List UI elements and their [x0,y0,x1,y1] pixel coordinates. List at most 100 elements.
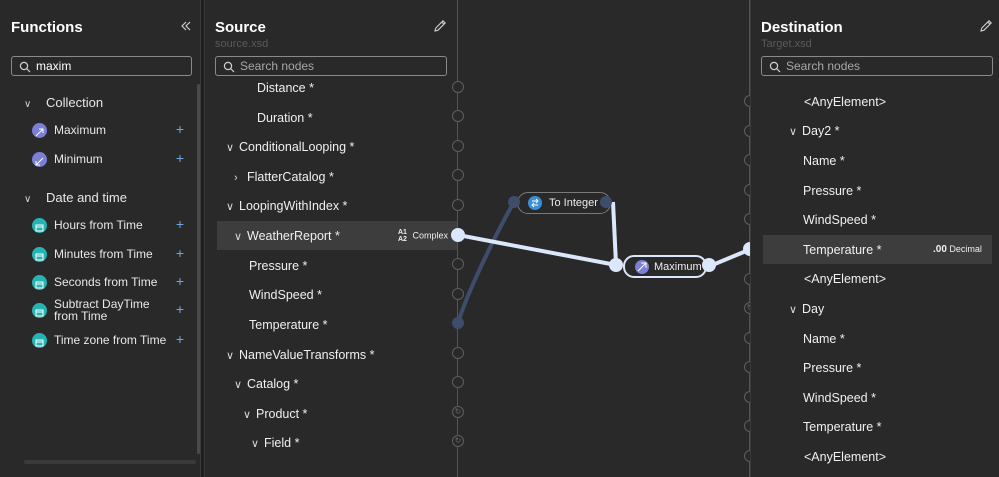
destination-search-input[interactable] [786,58,986,74]
source-node-temperature[interactable]: Temperature * [249,318,328,332]
collapse-panel-icon[interactable] [178,18,194,34]
node-label: Day [802,302,825,316]
maximum-output-pin[interactable] [702,258,716,272]
loop-handle-icon[interactable]: ↻ [452,406,464,418]
add-function-icon[interactable]: + [175,301,184,317]
source-node-duration[interactable]: Duration * [257,111,313,125]
source-node-conditionallooping[interactable]: ∨ConditionalLooping * [226,140,354,154]
function-node-label: Maximum [654,261,702,273]
chevron-down-icon[interactable]: ∨ [226,201,235,213]
mapping-canvas[interactable]: To Integer Maximum ↻ ↻ ↻ [451,0,757,477]
source-handle-distance[interactable] [452,81,464,93]
chevron-down-icon[interactable]: ∨ [243,409,252,421]
function-item-subtract-daytime-from-time[interactable]: Subtract DayTime from Time + [32,297,184,323]
type-label: Decimal [949,244,982,254]
to-integer-output-pin[interactable] [600,196,612,208]
dest-node-pressure[interactable]: Pressure * [803,184,861,198]
dest-node-day2[interactable]: ∨Day2 * [789,124,840,138]
horizontal-scrollbar[interactable] [24,460,196,464]
source-handle-loopingwithindex[interactable] [452,199,464,211]
minimum-icon [32,152,47,167]
source-node-catalog[interactable]: ∨Catalog * [234,377,298,391]
source-handle-windspeed[interactable] [452,288,464,300]
function-item-minutes-from-time[interactable]: Minutes from Time + [32,245,184,263]
chevron-down-icon[interactable]: ∨ [251,438,260,450]
dest-node-name[interactable]: Name * [803,332,845,346]
dest-node-temperature[interactable]: Temperature * [803,243,882,257]
maximum-input-pin[interactable] [609,258,623,272]
dest-node-day[interactable]: ∨ Day [789,302,824,316]
dest-node-anyelement[interactable]: <AnyElement> [804,450,886,464]
dest-node-anyelement[interactable]: <AnyElement> [804,95,886,109]
to-integer-input-pin[interactable] [508,196,520,208]
source-node-field[interactable]: ∨Field * [251,436,299,450]
function-search-box[interactable] [11,56,192,76]
chevron-down-icon[interactable]: ∨ [789,126,798,138]
function-item-minimum[interactable]: Minimum + [32,150,184,168]
calendar-icon [32,333,47,348]
edit-pencil-icon[interactable] [432,18,448,34]
function-node-to-integer[interactable]: To Integer [517,192,611,214]
chevron-down-icon[interactable]: ∨ [234,379,243,391]
decimal-type-icon: .00 [933,244,947,255]
vertical-scrollbar[interactable] [197,84,200,454]
source-node-loopingwithindex[interactable]: ∨LoopingWithIndex * [226,199,347,213]
chevron-down-icon[interactable]: ∨ [789,304,798,316]
function-node-maximum[interactable]: Maximum [623,255,707,278]
function-label: Minimum [54,152,103,166]
category-date-and-time[interactable]: ∨Date and time [24,190,127,205]
dest-node-windspeed[interactable]: WindSpeed * [803,213,876,227]
function-item-hours-from-time[interactable]: Hours from Time + [32,216,184,234]
source-handle-duration[interactable] [452,110,464,122]
functions-panel: Functions ∨Collection Maximum + Minimum … [0,0,201,477]
dest-node-pressure[interactable]: Pressure * [803,361,861,375]
add-function-icon[interactable]: + [175,150,184,166]
destination-search-box[interactable] [761,56,993,76]
add-function-icon[interactable]: + [175,273,184,289]
chevron-down-icon: ∨ [24,194,32,205]
selected-row-highlight [217,221,458,250]
source-handle-catalog[interactable] [452,376,464,388]
chevron-down-icon[interactable]: ∨ [226,350,235,362]
source-node-flattercatalog[interactable]: › FlatterCatalog * [234,170,334,184]
source-node-namevaluetransforms[interactable]: ∨NameValueTransforms * [226,348,374,362]
category-collection[interactable]: ∨Collection [24,95,103,110]
function-label: Hours from Time [54,218,143,232]
chevron-down-icon[interactable]: ∨ [226,142,235,154]
connection-weatherreport-to-maximum[interactable] [458,233,617,267]
function-search-input[interactable] [36,58,185,74]
loop-handle-icon[interactable]: ↻ [452,435,464,447]
source-handle-weatherreport[interactable] [451,228,465,242]
function-item-maximum[interactable]: Maximum + [32,121,184,139]
source-handle-temperature[interactable] [452,317,464,329]
dest-node-anyelement[interactable]: <AnyElement> [804,272,886,286]
function-item-time-zone-from-time[interactable]: Time zone from Time + [32,331,184,349]
chevron-right-icon[interactable]: › [234,172,238,184]
source-node-distance[interactable]: Distance * [257,81,314,95]
chevron-down-icon[interactable]: ∨ [234,231,243,243]
add-function-icon[interactable]: + [175,331,184,347]
connection-to-integer-to-maximum[interactable] [611,201,618,265]
source-handle-flattercatalog[interactable] [452,169,464,181]
source-node-windspeed[interactable]: WindSpeed * [249,288,322,302]
dest-node-name[interactable]: Name * [803,154,845,168]
add-function-icon[interactable]: + [175,245,184,261]
source-handle-namevaluetransforms[interactable] [452,347,464,359]
source-handle-conditionallooping[interactable] [452,140,464,152]
source-node-weatherreport[interactable]: ∨WeatherReport * [234,229,340,243]
node-label: FlatterCatalog * [247,170,334,184]
source-handle-pressure[interactable] [452,258,464,270]
source-node-product[interactable]: ∨Product * [243,407,307,421]
function-item-seconds-from-time[interactable]: Seconds from Time + [32,273,184,291]
source-search-input[interactable] [240,58,440,74]
edit-pencil-icon[interactable] [978,18,994,34]
add-function-icon[interactable]: + [175,216,184,232]
calendar-icon [32,275,47,290]
dest-node-temperature[interactable]: Temperature * [803,420,882,434]
connection-temperature-to-integer[interactable] [458,201,516,324]
source-node-pressure[interactable]: Pressure * [249,259,307,273]
source-search-box[interactable] [215,56,447,76]
add-function-icon[interactable]: + [175,121,184,137]
dest-node-windspeed[interactable]: WindSpeed * [803,391,876,405]
calendar-icon [32,247,47,262]
